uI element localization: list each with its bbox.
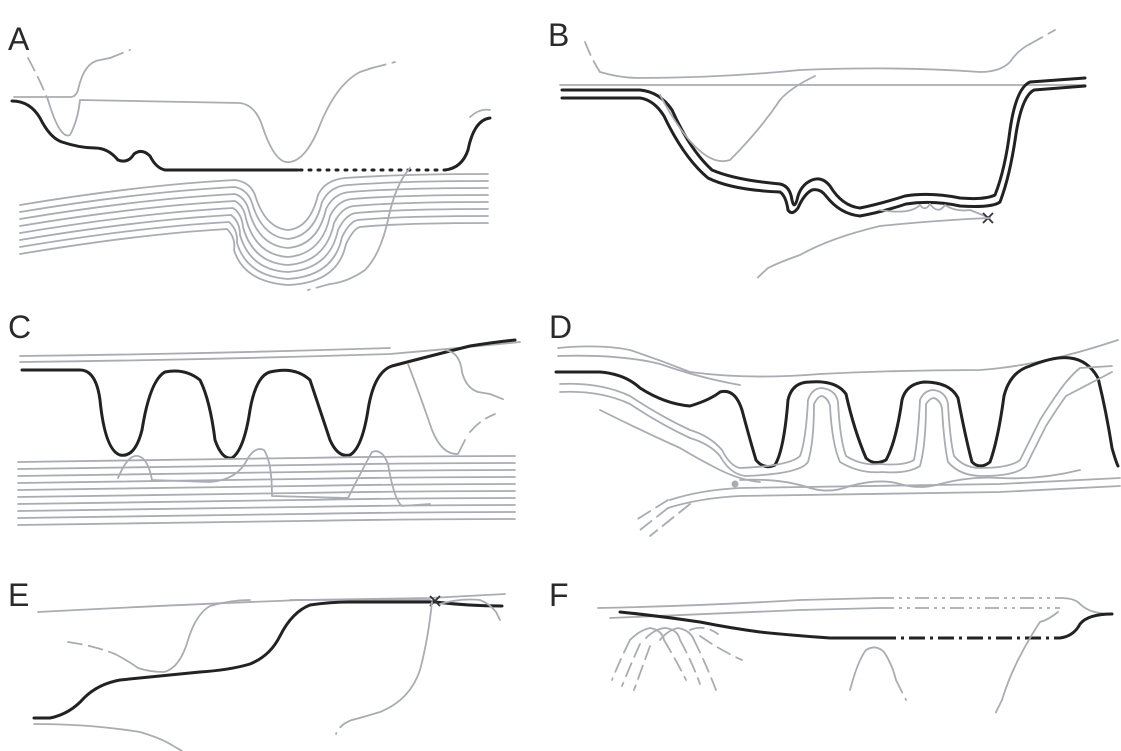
panel-c: C bbox=[8, 309, 520, 525]
panel-e-channel-trace bbox=[115, 600, 250, 672]
panel-f-dark-rise bbox=[1060, 614, 1112, 638]
panel-f-upper-trace-1 bbox=[598, 598, 880, 608]
panel-f-bump-trace bbox=[850, 647, 896, 690]
panel-e-dark-profile bbox=[34, 602, 502, 718]
panel-d: D bbox=[549, 309, 1120, 536]
panel-e-right-trace bbox=[440, 600, 500, 621]
panel-f-dark-profile bbox=[620, 612, 880, 638]
panel-c-label: C bbox=[8, 309, 31, 345]
panel-b-lower-dashed bbox=[755, 268, 768, 280]
panel-e-bottom-dashed bbox=[170, 744, 182, 751]
panel-b-dashed-right bbox=[1030, 30, 1055, 44]
panel-d-label: D bbox=[549, 309, 572, 345]
panel-a-rise-trace bbox=[470, 110, 490, 117]
panel-d-top-trace-2 bbox=[558, 356, 740, 385]
panel-f-label: F bbox=[549, 577, 569, 613]
panel-a-dashed-trace bbox=[28, 58, 48, 100]
panel-f: F bbox=[549, 577, 1112, 716]
panel-a-channel-dashed bbox=[372, 62, 395, 68]
panel-e-cross-dashed bbox=[336, 720, 352, 734]
panel-d-dashed-3 bbox=[650, 504, 690, 536]
panel-e: E bbox=[8, 577, 505, 751]
panel-a-label: A bbox=[8, 21, 30, 57]
panel-f-cross-dashed bbox=[994, 700, 1002, 716]
panel-a-folded-strata bbox=[20, 174, 488, 285]
panel-c-right-trace bbox=[408, 364, 465, 454]
panel-c-right-upper-trace bbox=[445, 350, 490, 394]
panel-b: B bbox=[548, 17, 1085, 280]
panel-b-upper-trace bbox=[600, 44, 1030, 78]
panel-e-bottom-trace bbox=[34, 724, 170, 744]
panel-e-cross-trace bbox=[352, 602, 432, 720]
panel-f-fold-cluster bbox=[612, 628, 742, 690]
panel-b-lower-trace bbox=[768, 218, 990, 268]
panel-e-dashed-left bbox=[68, 642, 115, 654]
panel-f-right-trace bbox=[1060, 598, 1112, 614]
panel-c-strata bbox=[18, 456, 515, 525]
panel-d-top-trace bbox=[558, 340, 1118, 377]
panel-b-label: B bbox=[548, 17, 569, 53]
panel-e-label: E bbox=[8, 577, 29, 613]
panel-a: A bbox=[8, 21, 490, 290]
panel-f-bump-dashed bbox=[896, 680, 906, 700]
panel-a-upper-trace bbox=[14, 58, 110, 97]
panel-c-right-dashed bbox=[490, 394, 505, 400]
panel-b-dashed-left bbox=[585, 42, 600, 72]
panel-d-dashed-2 bbox=[640, 508, 668, 530]
panel-a-cross-dashed bbox=[308, 284, 330, 290]
panel-d-dot bbox=[732, 481, 739, 488]
panel-d-base-trace-2 bbox=[668, 486, 1120, 508]
panel-a-upper-dashed bbox=[110, 50, 130, 58]
panel-a-dark-rise bbox=[445, 118, 490, 170]
panel-f-cross-trace bbox=[1002, 612, 1058, 700]
panel-c-right-dashed-2 bbox=[470, 414, 495, 432]
panel-d-dashed-1 bbox=[636, 500, 668, 520]
panel-d-folds bbox=[560, 366, 1112, 482]
